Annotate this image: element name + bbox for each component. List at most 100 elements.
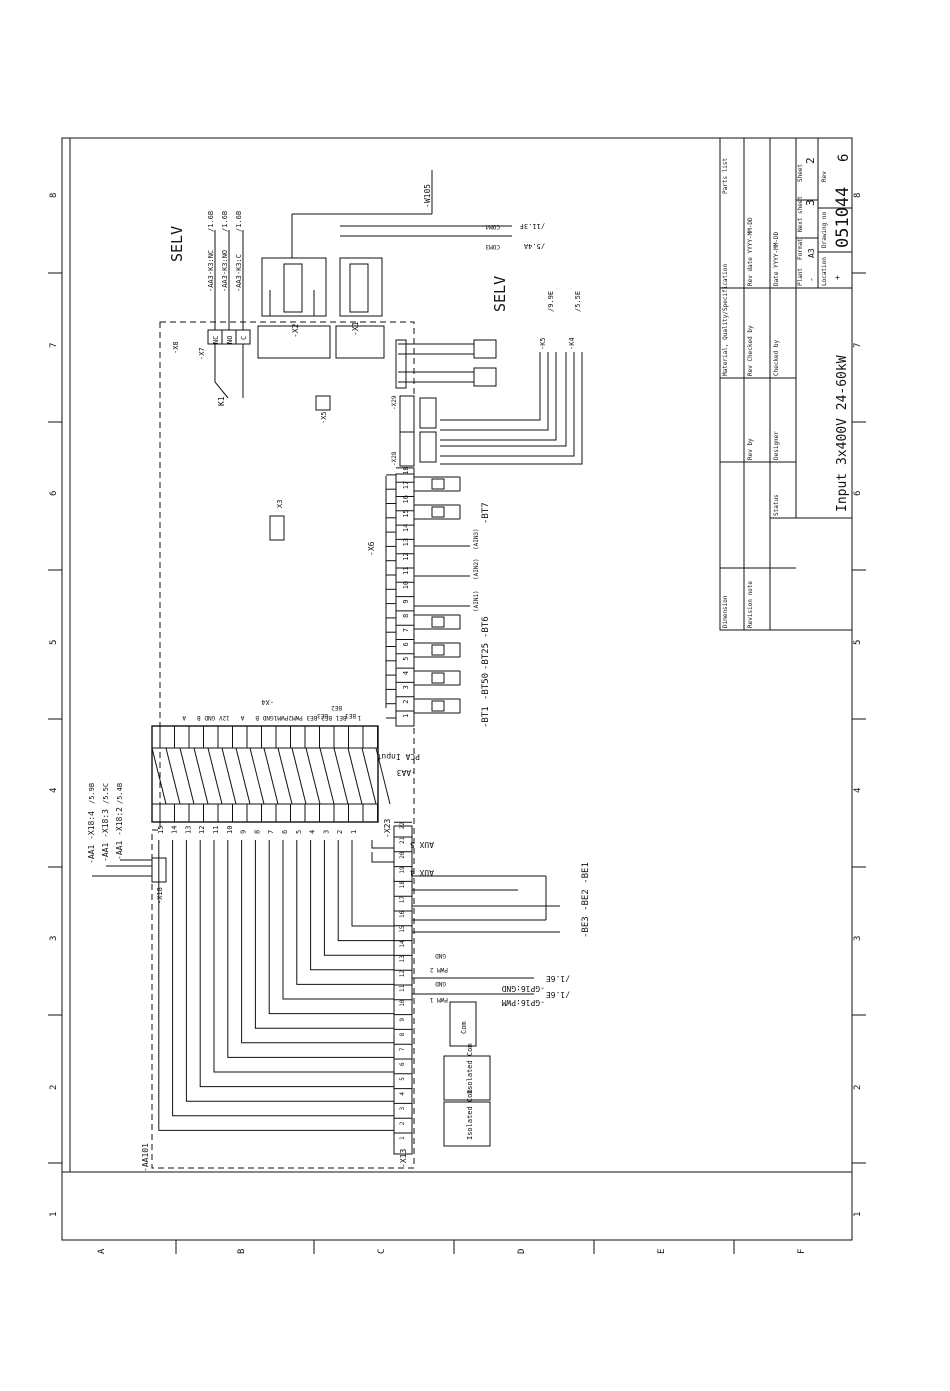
column-marker: 6 bbox=[853, 491, 863, 496]
x23-pin: 7 bbox=[267, 830, 275, 834]
x13-pin: 7 bbox=[399, 1047, 406, 1051]
svg-text:-X18: -X18 bbox=[156, 887, 164, 904]
x13-pin: 20 bbox=[399, 851, 406, 859]
x6-pin: 5 bbox=[402, 657, 410, 661]
svg-text:K1: K1 bbox=[217, 396, 226, 406]
svg-text:-BT25: -BT25 bbox=[481, 643, 491, 670]
svg-text:AUX 4: AUX 4 bbox=[410, 868, 434, 877]
x6-pin: 15 bbox=[402, 509, 410, 517]
location-value: + bbox=[833, 275, 842, 280]
x23-x13-wiring bbox=[158, 840, 394, 1131]
rev-date-label: Rev date YYYY-MM-DD bbox=[747, 217, 754, 286]
x23-pin: 15 bbox=[157, 826, 165, 834]
title-block: Parts list Rev date YYYY-MM-DD Date YYYY… bbox=[719, 137, 853, 631]
dimension-label: Dimension bbox=[722, 595, 729, 628]
svg-text:/5.5C: /5.5C bbox=[102, 783, 110, 804]
svg-text:COM4: COM4 bbox=[485, 223, 500, 230]
drawing-no-label: Drawing no bbox=[821, 211, 828, 248]
column-marker: 7 bbox=[49, 343, 59, 348]
column-marker: 4 bbox=[853, 788, 863, 793]
x23-pin: 8 bbox=[253, 830, 261, 834]
svg-text:BE1: BE1 bbox=[345, 712, 356, 719]
svg-text:C: C bbox=[240, 336, 248, 340]
x4-pin: A bbox=[182, 714, 186, 721]
svg-text:X3: X3 bbox=[276, 500, 284, 508]
svg-text:/5.5E: /5.5E bbox=[574, 291, 582, 312]
x23-pin: 1 bbox=[350, 830, 358, 834]
x13-pin: 19 bbox=[399, 866, 406, 874]
svg-text:-X2: -X2 bbox=[291, 323, 300, 338]
svg-text:/5.9B: /5.9B bbox=[88, 783, 96, 804]
svg-text:NO: NO bbox=[226, 336, 234, 344]
svg-text:PCA Input: PCA Input bbox=[376, 752, 420, 761]
format-value: A3 bbox=[807, 248, 816, 258]
x4-pin: B bbox=[197, 714, 201, 721]
row-marker: E bbox=[657, 1249, 667, 1254]
x13-pin: 22 bbox=[399, 822, 406, 830]
svg-text:-AA1 -X18:4: -AA1 -X18:4 bbox=[87, 811, 96, 864]
x13-pin: 16 bbox=[399, 910, 406, 918]
x13-pin: 2 bbox=[399, 1121, 406, 1125]
x13-pin: 17 bbox=[399, 896, 406, 904]
svg-text:/1.6E: /1.6E bbox=[546, 974, 570, 983]
w105-cable: -W105 COM4 COM3 /11.3F /5.4A bbox=[291, 170, 545, 258]
svg-text:-AA101: -AA101 bbox=[141, 1143, 150, 1172]
connector-x4: -X4 -AA3 PCA Input BE1 BE2 BE3 -X23 bbox=[151, 698, 420, 838]
x4-pin: BE2 bbox=[321, 714, 332, 721]
x6-pin: 13 bbox=[402, 538, 410, 546]
svg-text:-X28: -X28 bbox=[391, 451, 398, 466]
x13-pin: 3 bbox=[399, 1106, 406, 1110]
x6-sensors: -BT1 -BT50 -BT25 -BT6 -BT7 (AIN1) (AIN2)… bbox=[473, 502, 491, 728]
sheet-label: Sheet bbox=[797, 164, 804, 182]
x6-pin: 4 bbox=[402, 671, 410, 675]
x23-pin: 5 bbox=[295, 830, 303, 834]
x4-pin: BE3 bbox=[306, 714, 317, 721]
connector-x3: X3 bbox=[269, 500, 285, 541]
svg-text:-BT1: -BT1 bbox=[481, 706, 491, 728]
x4-pin: B bbox=[255, 714, 259, 721]
rev-value: 6 bbox=[836, 154, 852, 162]
rev-checked-by-label: Rev Checked by bbox=[747, 325, 754, 376]
svg-text:AUX 5: AUX 5 bbox=[410, 840, 434, 849]
svg-text:GND: GND bbox=[435, 980, 446, 987]
svg-text:-X7: -X7 bbox=[198, 347, 206, 360]
svg-text:-X23: -X23 bbox=[383, 819, 392, 838]
svg-text:BE3: BE3 bbox=[317, 712, 328, 719]
material-label: Material, Quality/Specification bbox=[722, 264, 729, 376]
x23-pin: 11 bbox=[212, 826, 220, 834]
terminal-strip-x6: -X6 bbox=[367, 467, 470, 727]
svg-text:-X6: -X6 bbox=[367, 541, 376, 556]
x6-pin: 18 bbox=[402, 466, 410, 474]
terminal-strip-x13: -X13 -AA101 bbox=[141, 825, 413, 1172]
svg-text:Isolated Com: Isolated Com bbox=[466, 1089, 474, 1140]
x6-pin: 1 bbox=[402, 714, 410, 718]
x4-pin: PWM1 bbox=[273, 714, 288, 721]
checked-by-label: Checked by bbox=[773, 339, 780, 376]
svg-text:Com: Com bbox=[460, 1021, 468, 1034]
row-marker: C bbox=[377, 1249, 387, 1254]
x13-pin: 6 bbox=[399, 1062, 406, 1066]
svg-text:-AA3-K3:C: -AA3-K3:C bbox=[235, 254, 243, 292]
svg-text:BE2: BE2 bbox=[331, 704, 342, 711]
x6-pin: 3 bbox=[402, 685, 410, 689]
x18-refs: -X18 -AA1 -X18:4 -AA1 -X18:3 -AA1 -X18:2… bbox=[87, 783, 167, 904]
rev-label: Rev bbox=[821, 171, 828, 182]
svg-text:-GP16:GND: -GP16:GND bbox=[501, 984, 545, 993]
svg-text:-W105: -W105 bbox=[423, 184, 432, 208]
x13-pin: 10 bbox=[399, 999, 406, 1007]
svg-text:COM3: COM3 bbox=[485, 243, 500, 250]
drawing-no-value: 051044 bbox=[833, 187, 853, 248]
x23-pin: 6 bbox=[281, 830, 289, 834]
svg-text:/1.6B: /1.6B bbox=[207, 211, 215, 232]
location-label: Location bbox=[821, 257, 828, 286]
x13-pin: 4 bbox=[399, 1092, 406, 1096]
svg-text:-X4: -X4 bbox=[261, 698, 274, 706]
column-marker: 6 bbox=[49, 491, 59, 496]
column-marker: 8 bbox=[49, 193, 59, 198]
svg-text:-AA3-K3:NO: -AA3-K3:NO bbox=[221, 250, 229, 292]
